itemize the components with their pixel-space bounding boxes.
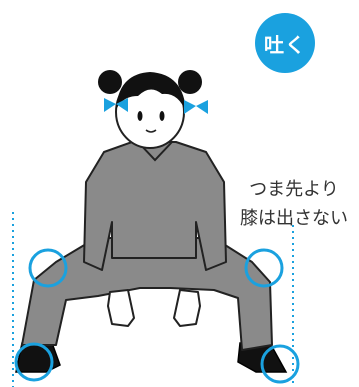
right-hair-bun (178, 70, 202, 94)
left-hand (107, 289, 135, 327)
shirt (83, 141, 227, 271)
left-ribbon (104, 98, 128, 112)
left-knee-circle (28, 248, 68, 288)
left-toe-circle (14, 342, 54, 382)
right-eye (159, 111, 165, 121)
left-eye (137, 111, 143, 121)
exhale-badge-label: 吐く (264, 32, 306, 57)
right-hand (173, 289, 201, 327)
mouth (145, 129, 157, 133)
exhale-badge: 吐く (255, 13, 315, 73)
note-line-1: つま先より (249, 179, 339, 200)
left-hair-bun (98, 70, 122, 94)
right-knee-circle (244, 248, 284, 288)
hair (116, 72, 186, 112)
knee-instruction-note: つま先より 膝は出さない (232, 175, 356, 233)
right-toe-circle (260, 344, 300, 384)
note-line-2: 膝は出さない (240, 208, 348, 229)
right-ribbon (184, 100, 208, 114)
